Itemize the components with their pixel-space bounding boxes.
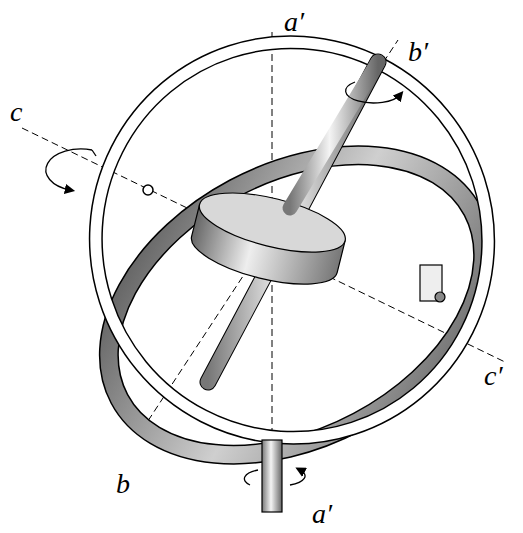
axis-label: c′ <box>484 362 503 390</box>
axis-label: b′ <box>408 38 428 66</box>
axis-label: c <box>10 98 22 126</box>
axis-label: a′ <box>284 8 304 36</box>
axis-label: a′ <box>312 500 332 528</box>
axis-label: b <box>116 470 130 498</box>
